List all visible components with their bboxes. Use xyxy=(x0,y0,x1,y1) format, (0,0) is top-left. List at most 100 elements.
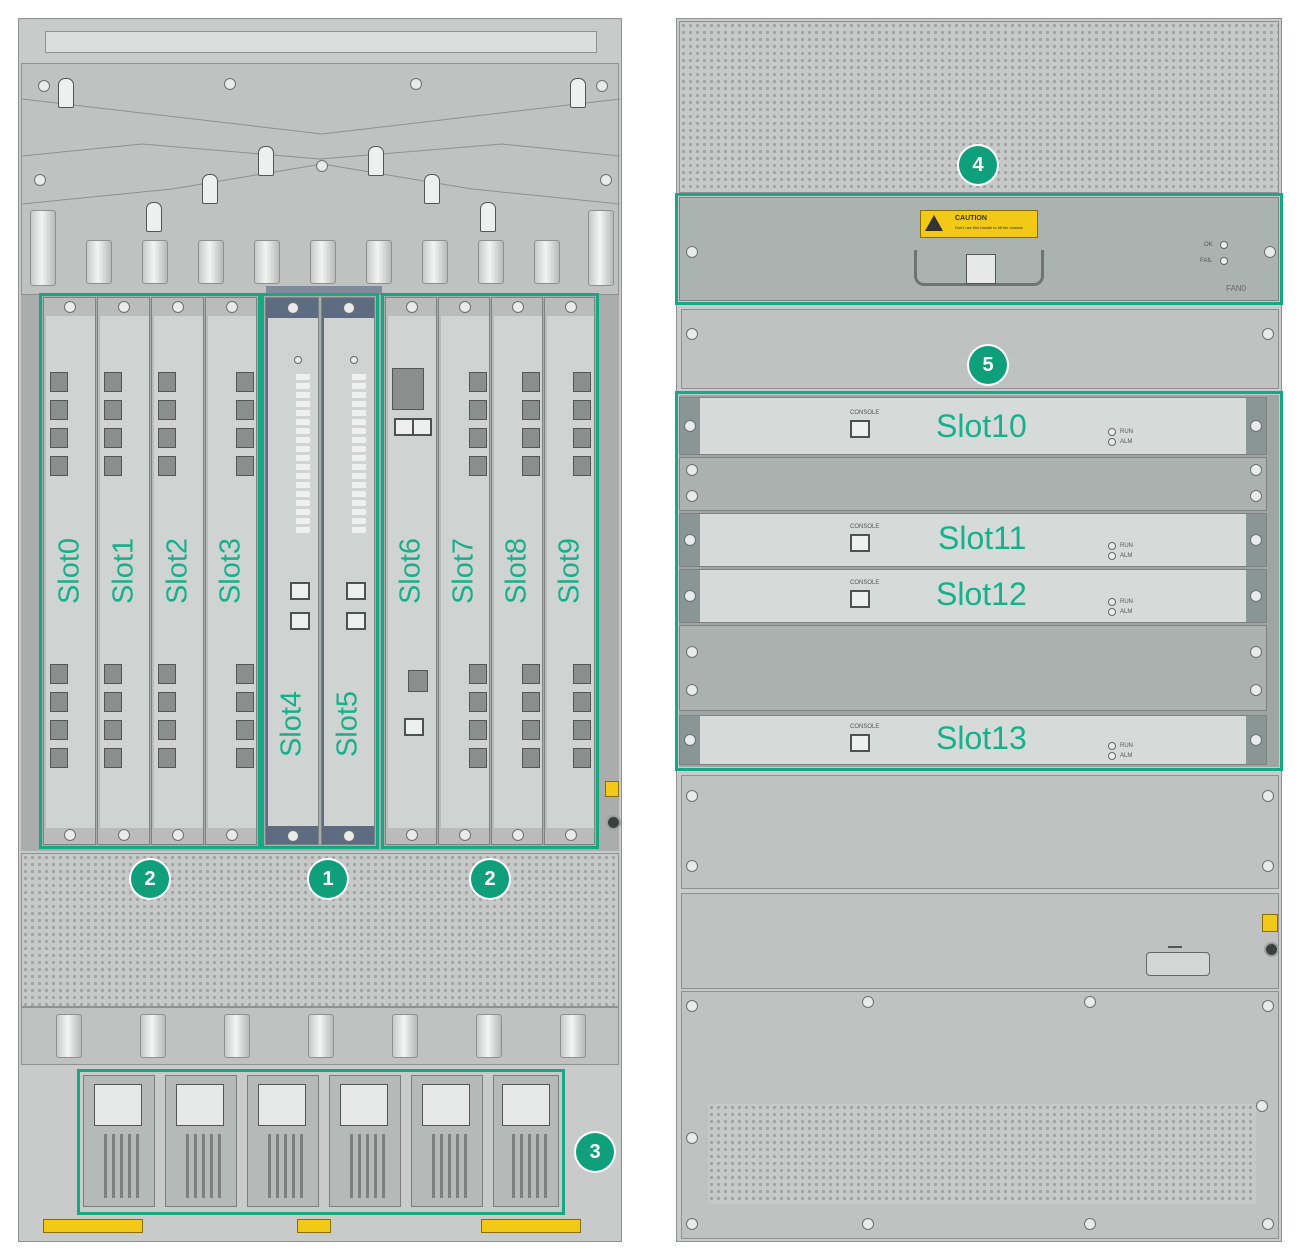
handle-icon[interactable] xyxy=(140,1014,166,1058)
io-card-slot2[interactable]: Slot2 xyxy=(151,297,204,845)
psu-handle-icon[interactable] xyxy=(350,1134,390,1198)
console-port-icon[interactable] xyxy=(850,590,870,608)
ground-terminal-icon[interactable] xyxy=(1146,952,1210,976)
ethernet-port-icon[interactable] xyxy=(404,718,424,736)
sfp-port-icon[interactable] xyxy=(573,456,591,476)
sfp-port-icon[interactable] xyxy=(469,456,487,476)
sfp-port-icon[interactable] xyxy=(236,456,254,476)
sfp-port-icon[interactable] xyxy=(104,456,122,476)
mpu-card-slot5[interactable]: Slot5 xyxy=(321,297,375,845)
fan-tray[interactable]: CAUTION Don't use this handle to lift th… xyxy=(679,197,1279,301)
sfp-port-icon[interactable] xyxy=(469,720,487,740)
power-inlet-icon[interactable] xyxy=(340,1084,388,1126)
ejector-handle-icon[interactable] xyxy=(198,240,224,284)
sfp-port-icon[interactable] xyxy=(573,400,591,420)
sfp-port-icon[interactable] xyxy=(158,372,176,392)
psu-handle-icon[interactable] xyxy=(268,1134,308,1198)
sfp-port-icon[interactable] xyxy=(104,428,122,448)
sfp-port-icon[interactable] xyxy=(236,692,254,712)
sfp-port-icon[interactable] xyxy=(573,692,591,712)
psu-handle-icon[interactable] xyxy=(432,1134,472,1198)
sfp-port-icon[interactable] xyxy=(573,748,591,768)
handle-icon[interactable] xyxy=(560,1014,586,1058)
sfp-port-icon[interactable] xyxy=(573,720,591,740)
power-inlet-icon[interactable] xyxy=(422,1084,470,1126)
sfp-port-icon[interactable] xyxy=(236,372,254,392)
sfp-port-icon[interactable] xyxy=(522,428,540,448)
sfp-port-icon[interactable] xyxy=(573,372,591,392)
sfp-port-icon[interactable] xyxy=(104,748,122,768)
sfp-port-icon[interactable] xyxy=(104,372,122,392)
ejector-handle-icon[interactable] xyxy=(534,240,560,284)
sfp-port-icon[interactable] xyxy=(104,400,122,420)
sfp-port-icon[interactable] xyxy=(50,400,68,420)
sfp-port-icon[interactable] xyxy=(469,748,487,768)
power-supply-5[interactable] xyxy=(411,1075,483,1207)
sfp-port-icon[interactable] xyxy=(158,720,176,740)
sfp-port-icon[interactable] xyxy=(236,400,254,420)
sfp-port-icon[interactable] xyxy=(104,664,122,684)
sfp-port-icon[interactable] xyxy=(522,720,540,740)
sfp-port-icon[interactable] xyxy=(236,748,254,768)
ejector-handle-icon[interactable] xyxy=(588,210,614,286)
power-supply-1[interactable] xyxy=(83,1075,155,1207)
sfp-port-icon[interactable] xyxy=(522,400,540,420)
sfp-port-icon[interactable] xyxy=(573,664,591,684)
mpu-card-slot4[interactable]: Slot4 xyxy=(265,297,319,845)
sfp-port-icon[interactable] xyxy=(573,428,591,448)
console-port-icon[interactable] xyxy=(850,420,870,438)
sfp-port-icon[interactable] xyxy=(50,456,68,476)
sfp-port-icon[interactable] xyxy=(158,748,176,768)
handle-icon[interactable] xyxy=(476,1014,502,1058)
console-port-icon[interactable] xyxy=(850,734,870,752)
power-inlet-icon[interactable] xyxy=(502,1084,550,1126)
sfp-port-icon[interactable] xyxy=(50,748,68,768)
ejector-handle-icon[interactable] xyxy=(422,240,448,284)
sfp-port-icon[interactable] xyxy=(158,692,176,712)
handle-icon[interactable] xyxy=(224,1014,250,1058)
power-supply-6[interactable] xyxy=(493,1075,559,1207)
sfp-port-icon[interactable] xyxy=(469,400,487,420)
ejector-handle-icon[interactable] xyxy=(142,240,168,284)
sfp-port-icon[interactable] xyxy=(158,664,176,684)
sfp-port-icon[interactable] xyxy=(50,720,68,740)
latch-icon[interactable] xyxy=(424,174,440,204)
io-card-slot3[interactable]: Slot3 xyxy=(205,297,257,845)
power-inlet-icon[interactable] xyxy=(176,1084,224,1126)
sfp-port-icon[interactable] xyxy=(104,692,122,712)
latch-icon[interactable] xyxy=(570,78,586,108)
latch-icon[interactable] xyxy=(202,174,218,204)
fabric-card-slot12[interactable]: CONSOLE Slot12 RUN ALM xyxy=(679,569,1267,623)
sfp-port-icon[interactable] xyxy=(469,372,487,392)
console-port-icon[interactable] xyxy=(290,612,310,630)
sfp-port-icon[interactable] xyxy=(236,428,254,448)
usb-port-icon[interactable] xyxy=(408,670,428,692)
sfp-port-icon[interactable] xyxy=(50,428,68,448)
ejector-handle-icon[interactable] xyxy=(310,240,336,284)
io-card-slot6[interactable]: Slot6 xyxy=(385,297,437,845)
ethernet-port-icon[interactable] xyxy=(394,418,414,436)
ejector-handle-icon[interactable] xyxy=(30,210,56,286)
handle-icon[interactable] xyxy=(308,1014,334,1058)
sfp-port-icon[interactable] xyxy=(158,428,176,448)
sfp-port-icon[interactable] xyxy=(236,664,254,684)
latch-icon[interactable] xyxy=(258,146,274,176)
console-port-icon[interactable] xyxy=(850,534,870,552)
console-port-icon[interactable] xyxy=(346,612,366,630)
handle-icon[interactable] xyxy=(392,1014,418,1058)
sfp-port-icon[interactable] xyxy=(50,692,68,712)
power-supply-3[interactable] xyxy=(247,1075,319,1207)
psu-handle-icon[interactable] xyxy=(186,1134,226,1198)
sfp-port-icon[interactable] xyxy=(522,748,540,768)
fabric-card-slot11[interactable]: CONSOLE Slot11 RUN ALM xyxy=(679,513,1267,567)
sfp-port-icon[interactable] xyxy=(469,428,487,448)
sfp-port-icon[interactable] xyxy=(158,456,176,476)
sfp-port-icon[interactable] xyxy=(522,664,540,684)
sfp-port-icon[interactable] xyxy=(469,692,487,712)
power-inlet-icon[interactable] xyxy=(258,1084,306,1126)
io-card-slot9[interactable]: Slot9 xyxy=(544,297,595,845)
latch-icon[interactable] xyxy=(368,146,384,176)
io-card-slot0[interactable]: Slot0 xyxy=(43,297,96,845)
latch-icon[interactable] xyxy=(146,202,162,232)
ethernet-port-icon[interactable] xyxy=(412,418,432,436)
